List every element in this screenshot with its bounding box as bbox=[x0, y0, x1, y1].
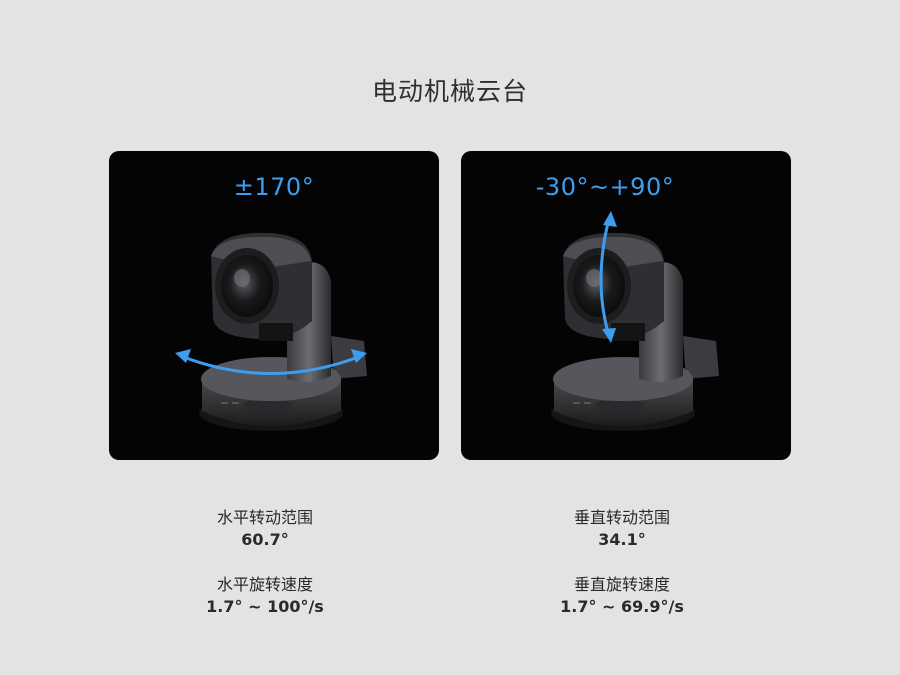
horizontal-rotation-arrow-icon bbox=[175, 349, 191, 363]
vertical-rotation-arrow-icon bbox=[603, 211, 617, 227]
horizontal-speed-spec: 水平旋转速度 1.7° ~ 100°/s bbox=[105, 574, 425, 618]
horizontal-speed-label: 水平旋转速度 bbox=[216, 575, 313, 594]
vertical-range-label: 垂直转动范围 bbox=[573, 508, 670, 527]
page-title: 电动机械云台 bbox=[371, 77, 528, 106]
ptz-camera-image bbox=[175, 232, 367, 431]
ptz-camera-image-tilt bbox=[551, 211, 719, 431]
horizontal-range-label: 水平转动范围 bbox=[216, 508, 313, 527]
horizontal-range-value: 60.7° bbox=[241, 530, 289, 549]
horizontal-rotation-panel: ±170° bbox=[109, 151, 439, 460]
vertical-speed-label: 垂直旋转速度 bbox=[573, 575, 670, 594]
horizontal-angle-label: ±170° bbox=[233, 173, 315, 201]
vertical-range-value: 34.1° bbox=[598, 530, 646, 549]
vertical-speed-value: 1.7° ~ 69.9°/s bbox=[560, 597, 684, 616]
horizontal-range-spec: 水平转动范围 60.7° bbox=[105, 507, 425, 551]
vertical-range-spec: 垂直转动范围 34.1° bbox=[462, 507, 782, 551]
vertical-angle-label: -30°~+90° bbox=[535, 173, 675, 201]
horizontal-speed-value: 1.7° ~ 100°/s bbox=[206, 597, 324, 616]
vertical-rotation-panel: -30°~+90° bbox=[461, 151, 791, 460]
vertical-speed-spec: 垂直旋转速度 1.7° ~ 69.9°/s bbox=[462, 574, 782, 618]
